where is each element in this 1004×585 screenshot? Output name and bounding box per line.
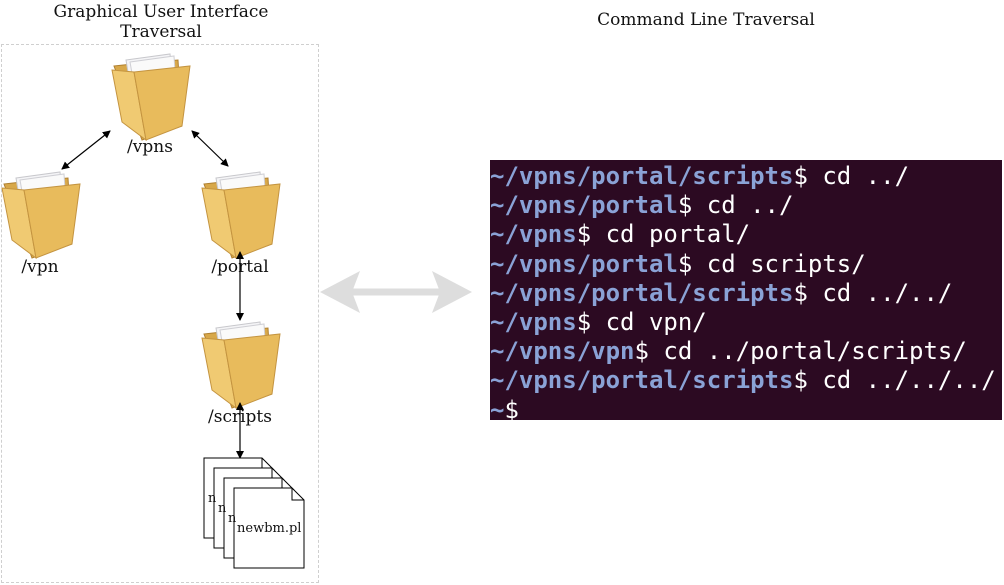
arrow-vpns-vpn [61, 130, 111, 170]
command-text: $ cd ../portal/scripts/ [634, 337, 967, 366]
folder-label-portal: /portal [211, 257, 269, 277]
terminal-line: ~/vpns/portal/scripts$ cd ../ [490, 162, 1002, 191]
prompt-path: ~/vpns/vpn [490, 337, 635, 366]
folder-vpn-icon[interactable] [1, 171, 81, 259]
terminal-line: ~/vpns$ cd vpn/ [490, 308, 1002, 337]
terminal-line: ~/vpns/portal$ cd ../ [490, 191, 1002, 220]
terminal-window[interactable]: ~/vpns/portal/scripts$ cd ../ ~/vpns/por… [490, 160, 1002, 424]
folder-portal-icon[interactable] [201, 171, 281, 259]
folder-vpns-icon[interactable] [111, 53, 191, 141]
document-label: n [228, 511, 237, 526]
prompt-path: ~ [490, 395, 505, 424]
cli-title: Command Line Traversal [597, 10, 815, 30]
prompt-symbol: $ [504, 395, 519, 424]
command-text: $ cd ../ [793, 162, 910, 190]
command-text: $ cd portal/ [576, 220, 751, 249]
terminal-line: ~/vpns/portal/scripts$ cd ../../../ [490, 366, 1002, 395]
command-text: $ cd ../../ [793, 278, 953, 307]
prompt-path: ~/vpns/portal [490, 249, 678, 278]
command-text: $ cd ../../../ [793, 366, 996, 395]
terminal-line: ~/vpns/vpn$ cd ../portal/scripts/ [490, 337, 1002, 366]
folder-label-vpn: /vpn [21, 257, 59, 277]
gui-title: Graphical User Interface Traversal [40, 2, 282, 42]
document-label: n [218, 501, 227, 516]
prompt-path: ~/vpns/portal/scripts [490, 162, 794, 190]
folder-scripts-icon[interactable] [201, 321, 281, 409]
command-text: $ cd ../ [677, 191, 794, 220]
prompt-path: ~/vpns/portal [490, 191, 678, 220]
terminal-line: ~/vpns/portal$ cd scripts/ [490, 250, 1002, 279]
prompt-path: ~/vpns [490, 220, 577, 249]
folder-label-vpns: /vpns [127, 137, 173, 157]
document-label-newbm[interactable]: newbm.pl [237, 521, 302, 536]
command-text: $ cd scripts/ [677, 249, 866, 278]
terminal-line: ~/vpns$ cd portal/ [490, 220, 1002, 249]
prompt-path: ~/vpns/portal/scripts [490, 366, 794, 395]
gui-title-line2: Traversal [120, 22, 202, 42]
document-label: n [208, 491, 217, 506]
terminal-line-current[interactable]: ~$ [490, 396, 1002, 425]
arrow-vpns-portal [191, 130, 229, 167]
terminal-line: ~/vpns/portal/scripts$ cd ../../ [490, 279, 1002, 308]
prompt-path: ~/vpns [490, 307, 577, 336]
big-double-arrow-icon [320, 271, 472, 313]
folder-label-scripts: /scripts [208, 407, 272, 427]
gui-title-line1: Graphical User Interface [53, 2, 269, 22]
gui-panel [1, 44, 319, 583]
command-text: $ cd vpn/ [576, 307, 707, 336]
prompt-path: ~/vpns/portal/scripts [490, 278, 794, 307]
